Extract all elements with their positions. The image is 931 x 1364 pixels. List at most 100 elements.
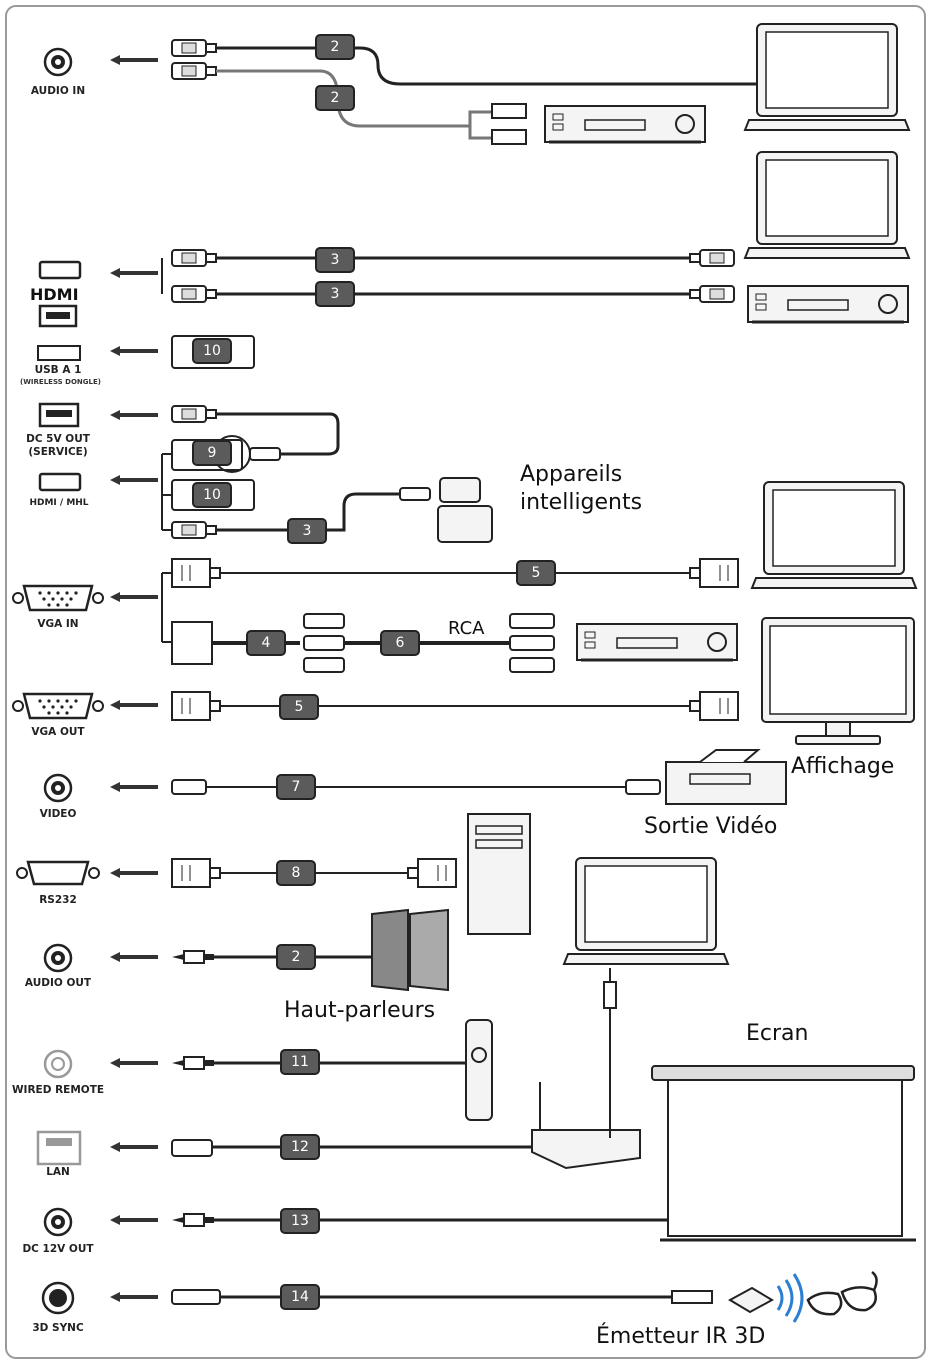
cable-badge-3: 3 (315, 247, 355, 273)
lan-plug-icon (171, 1139, 213, 1157)
arrow-icon (108, 1056, 160, 1070)
dvd-player-icon (543, 104, 707, 144)
hdmi-port-icon (38, 472, 82, 492)
label-smart-devices-line1: Appareils (520, 462, 623, 487)
hdmi-logo: HDMI (30, 285, 79, 304)
diagram-frame (5, 5, 926, 1359)
arrow-icon (108, 1140, 160, 1154)
arrow-icon (108, 866, 160, 880)
cable-badge-2: 2 (315, 34, 355, 60)
mhl-plug-icon (171, 521, 217, 539)
hdmi-port-icon (38, 260, 82, 280)
cable-line (216, 412, 340, 456)
audio-plug-icon (171, 950, 215, 964)
label-speakers: Haut-parleurs (284, 998, 436, 1023)
arrow-icon (108, 780, 160, 794)
label-rca: RCA (448, 618, 485, 639)
cable-badge-2: 2 (315, 85, 355, 111)
arrow-icon (108, 698, 160, 712)
audio-out-port-icon (43, 943, 73, 973)
dsub-plug-icon (171, 691, 221, 721)
port-label-video: VIDEO (39, 808, 77, 820)
arrow-icon (108, 266, 160, 280)
port-label-hdmi-mhl: HDMI / MHL (29, 498, 89, 508)
port-label-vga-out: VGA OUT (31, 726, 85, 738)
rca-triple-plug-icon (303, 613, 345, 673)
component-adapter-icon (171, 621, 213, 665)
cable-line (216, 46, 756, 86)
cable-badge-5: 5 (516, 560, 556, 586)
port-label-3d-sync: 3D SYNC (32, 1322, 84, 1334)
cable-line (216, 492, 400, 532)
arrow-icon (108, 473, 160, 487)
port-label-rs232: RS232 (39, 894, 77, 906)
rca-triple-plug-icon (509, 613, 555, 673)
hdmi-plug-icon (171, 285, 217, 303)
rca-plug-icon (625, 779, 661, 795)
cable-badge-14: 14 (280, 1284, 320, 1310)
label-ir-emitter: Émetteur IR 3D (596, 1324, 766, 1349)
speakers-icon (371, 908, 449, 992)
dc12v-port-icon (43, 1207, 73, 1237)
remote-plug-icon (171, 1056, 215, 1070)
port-label-dc12v-out: DC 12V OUT (22, 1243, 94, 1255)
dsub-plug-icon (689, 558, 739, 588)
label-screen: Ecran (746, 1021, 809, 1046)
arrow-icon (108, 950, 160, 964)
laptop-icon (744, 23, 910, 131)
cable-badge-9: 9 (192, 440, 232, 466)
dsub-plug-icon (171, 858, 221, 888)
cable-badge-8: 8 (276, 860, 316, 886)
arrow-icon (108, 53, 160, 67)
arrow-icon (108, 590, 160, 604)
label-smart-devices-line2: intelligents (520, 490, 643, 515)
usb-plug-icon (171, 405, 217, 423)
cable-badge-6: 6 (380, 630, 420, 656)
rca-plug-icon (491, 103, 527, 119)
cable-badge-4: 4 (246, 630, 286, 656)
dsub-plug-icon (689, 691, 739, 721)
rs232-port-icon (26, 860, 90, 886)
ir-emitter-icon (727, 1273, 804, 1323)
cable-badge-13: 13 (280, 1208, 320, 1234)
audio-plug-icon (171, 62, 217, 80)
laptop-icon (563, 857, 729, 965)
cable-badge-10: 10 (192, 338, 232, 364)
cable-badge-12: 12 (280, 1134, 320, 1160)
label-video-out: Sortie Vidéo (644, 814, 778, 839)
hdmi-plug-icon (689, 285, 735, 303)
port-label-lan: LAN (46, 1166, 70, 1178)
lan-port-icon (36, 1130, 82, 1166)
vga-in-port-icon (11, 584, 105, 612)
monitor-icon (761, 617, 915, 745)
laptop-icon (751, 481, 917, 589)
projection-screen-icon (651, 1065, 916, 1242)
rca-plug-icon (491, 129, 527, 145)
port-label-vga-in: VGA IN (37, 618, 79, 630)
vcr-icon (665, 749, 787, 805)
cable-badge-11: 11 (280, 1049, 320, 1075)
cable-badge-2: 2 (276, 944, 316, 970)
arrow-icon (108, 408, 160, 422)
3d-glasses-icon (806, 1271, 878, 1316)
cable-badge-3: 3 (287, 518, 327, 544)
dvd-player-icon (575, 622, 739, 662)
port-label-dc5v-out: DC 5V OUT (26, 433, 90, 445)
port-label-usb-a1: USB A 1 (34, 364, 82, 376)
dc-plug-icon (171, 1213, 215, 1227)
remote-control-icon (465, 1019, 493, 1121)
desktop-tower-icon (467, 813, 531, 935)
smartphone-icon (439, 477, 481, 503)
sync-plug-icon (171, 1289, 221, 1305)
tablet-icon (437, 505, 493, 543)
cable-badge-5: 5 (279, 694, 319, 720)
audio-in-port-icon (43, 47, 73, 77)
dsub-plug-icon (171, 558, 221, 588)
cable-badge-10: 10 (192, 482, 232, 508)
port-label-audio-out: AUDIO OUT (24, 977, 92, 989)
arrow-icon (108, 1213, 160, 1227)
hdmi-plug-icon (171, 249, 217, 267)
media-player-icon (746, 284, 910, 324)
hdmi-plug-icon (689, 249, 735, 267)
arrow-icon (108, 344, 160, 358)
